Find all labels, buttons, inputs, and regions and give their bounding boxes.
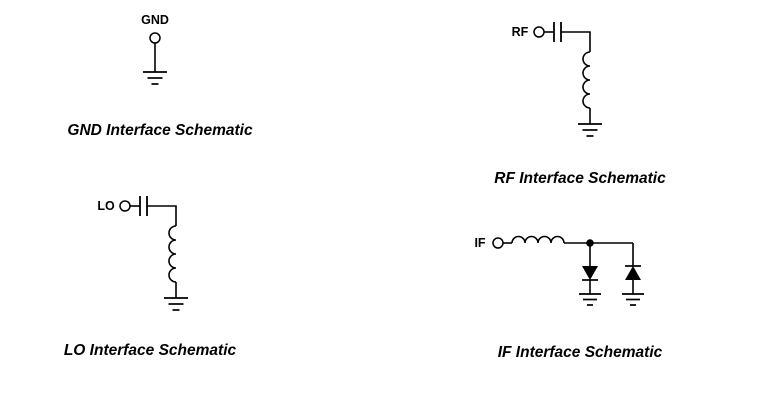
lo-schematic: LO — [88, 190, 208, 325]
ground-icon — [143, 71, 167, 85]
inductor-icon — [168, 225, 177, 283]
if-schematic: IF — [468, 226, 678, 331]
lo-schematic-drawing: LO — [97, 196, 188, 311]
rf-schematic-drawing: RF — [512, 22, 602, 137]
diode-down-icon — [582, 266, 598, 281]
gnd-port-label: GND — [141, 13, 169, 27]
ground-icon — [578, 123, 602, 137]
gnd-caption: GND Interface Schematic — [67, 122, 253, 139]
if-port-label: IF — [474, 236, 485, 250]
lo-caption: LO Interface Schematic — [63, 342, 237, 359]
terminal-circle-icon — [119, 200, 131, 212]
lo-port-label: LO — [97, 199, 115, 213]
capacitor-icon — [139, 196, 148, 216]
rf-port-label: RF — [512, 25, 529, 39]
terminal-circle-icon — [149, 32, 161, 44]
terminal-circle-icon — [492, 237, 504, 249]
if-schematic-drawing: IF — [474, 235, 644, 306]
gnd-schematic-drawing: GND — [141, 13, 169, 85]
ground-icon — [622, 293, 644, 306]
diode-up-icon — [625, 265, 641, 280]
wire — [147, 205, 177, 226]
wire — [561, 31, 591, 52]
rf-schematic: RF — [502, 16, 622, 151]
gnd-schematic: GND — [120, 10, 190, 110]
capacitor-icon — [553, 22, 562, 42]
ground-icon — [164, 297, 188, 311]
if-caption: IF Interface Schematic — [497, 344, 663, 361]
terminal-circle-icon — [533, 26, 545, 38]
inductor-icon — [511, 235, 565, 244]
inductor-icon — [582, 51, 591, 109]
rf-caption: RF Interface Schematic — [494, 170, 666, 187]
ground-icon — [579, 293, 601, 306]
